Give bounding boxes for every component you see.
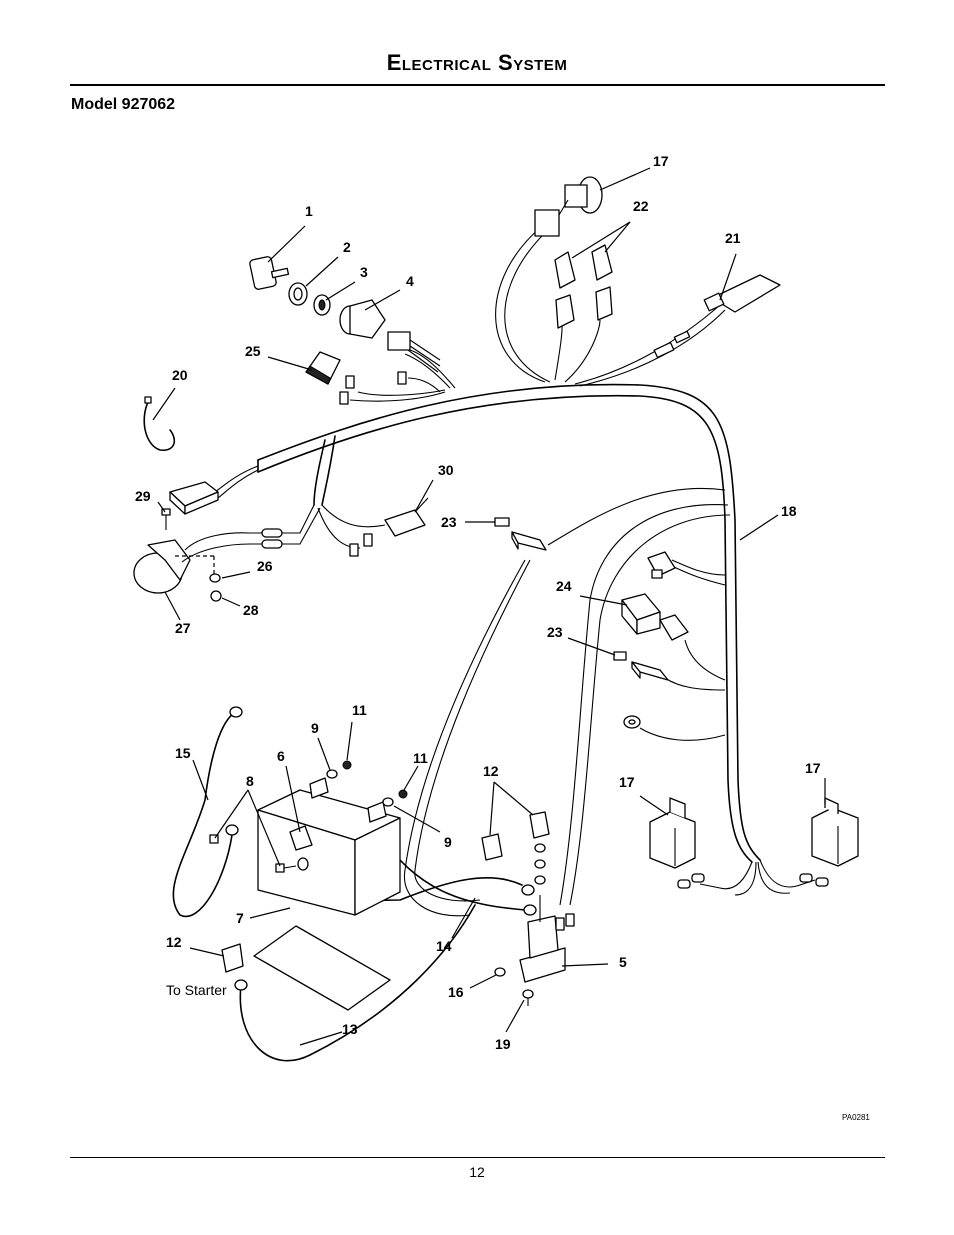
leader-lines <box>152 167 826 1046</box>
connector-icon <box>647 551 676 579</box>
fuse-holder-icon <box>653 274 781 359</box>
headlight-icon <box>133 539 215 594</box>
part-label: 17 <box>619 774 635 790</box>
drawing-code: PA0281 <box>842 1113 870 1122</box>
light-socket-icon <box>534 176 603 237</box>
nut-icon <box>342 760 408 799</box>
part-label: 8 <box>246 773 254 789</box>
part-label: 3 <box>360 264 368 280</box>
right-wires <box>403 487 731 917</box>
solenoid-icon <box>519 895 575 983</box>
interlock-switch-icon <box>317 497 429 557</box>
battery-icon <box>257 777 401 916</box>
connector-icon <box>511 531 547 551</box>
part-label: 17 <box>653 153 669 169</box>
part-label: 23 <box>441 514 457 530</box>
part-label: 20 <box>172 367 188 383</box>
fuse-icon <box>494 517 510 527</box>
bullet-connector-icon <box>181 504 321 563</box>
upper-wires <box>349 227 726 402</box>
part-label: 26 <box>257 558 273 574</box>
part-label: 7 <box>236 910 244 926</box>
ring-terminal-icon <box>623 715 641 729</box>
battery-boot-icon <box>289 825 313 871</box>
coil-wires <box>699 859 816 896</box>
part-label: 11 <box>413 750 428 766</box>
to-starter-note: To Starter <box>166 982 227 998</box>
fuse-icon <box>613 651 627 661</box>
part-label: 14 <box>436 938 452 954</box>
part-label: 16 <box>448 984 464 1000</box>
part-label: 18 <box>781 503 797 519</box>
ring-terminal-icon <box>225 706 537 991</box>
header-rule <box>70 84 885 86</box>
ignition-switch-icon <box>339 299 441 373</box>
key-icon <box>249 256 290 290</box>
bezel-icon <box>313 294 331 316</box>
washer-icon <box>326 769 394 807</box>
tie-strap-icon <box>143 396 176 451</box>
rocker-switch-icon <box>305 351 341 385</box>
part-label: 15 <box>175 745 191 761</box>
part-label: 12 <box>483 763 499 779</box>
washer-icon <box>209 573 221 583</box>
ignition-coil-icon <box>811 797 859 867</box>
part-label: 27 <box>175 620 191 636</box>
part-label: 13 <box>342 1021 358 1037</box>
page-number: 12 <box>469 1164 485 1180</box>
part-label: 4 <box>406 273 414 289</box>
connector-icon <box>631 661 669 681</box>
part-label: 21 <box>725 230 741 246</box>
part-labels: 1 2 3 4 5 6 7 8 9 9 11 11 12 12 13 14 15… <box>135 153 821 1052</box>
screw-icon <box>522 989 534 1006</box>
part-label: 17 <box>805 760 821 776</box>
part-label: 11 <box>352 702 367 718</box>
part-label: 6 <box>277 748 285 764</box>
footer-rule <box>70 1157 885 1158</box>
part-label: 29 <box>135 488 151 504</box>
terminal-boot-icon <box>554 244 613 329</box>
nut-icon <box>534 843 546 885</box>
nut-icon <box>288 282 308 306</box>
part-label: 23 <box>547 624 563 640</box>
ignition-coil-icon <box>649 797 696 869</box>
bolt-icon <box>161 508 171 530</box>
part-label: 24 <box>556 578 572 594</box>
battery-tray-icon <box>253 925 391 1011</box>
model-heading: Model 927062 <box>71 96 176 113</box>
part-label: 22 <box>633 198 649 214</box>
nut-icon <box>210 590 222 602</box>
connector-plug-icon <box>169 481 219 515</box>
part-label: 5 <box>619 954 627 970</box>
part-label: 9 <box>444 834 452 850</box>
part-label: 30 <box>438 462 454 478</box>
part-label: 9 <box>311 720 319 736</box>
nut-icon <box>494 967 506 977</box>
part-label: 12 <box>166 934 182 950</box>
part-label: 1 <box>305 203 313 219</box>
main-harness <box>214 383 761 863</box>
part-label: 25 <box>245 343 261 359</box>
part-label: 19 <box>495 1036 511 1052</box>
terminal-boot-icon <box>221 811 550 973</box>
relay-icon <box>621 593 689 641</box>
terminal-icon <box>339 371 407 405</box>
page-title: Electrical System <box>386 50 568 75</box>
terminal-icon <box>677 873 829 889</box>
bolt-icon <box>209 834 297 873</box>
part-label: 2 <box>343 239 351 255</box>
part-label: 28 <box>243 602 259 618</box>
